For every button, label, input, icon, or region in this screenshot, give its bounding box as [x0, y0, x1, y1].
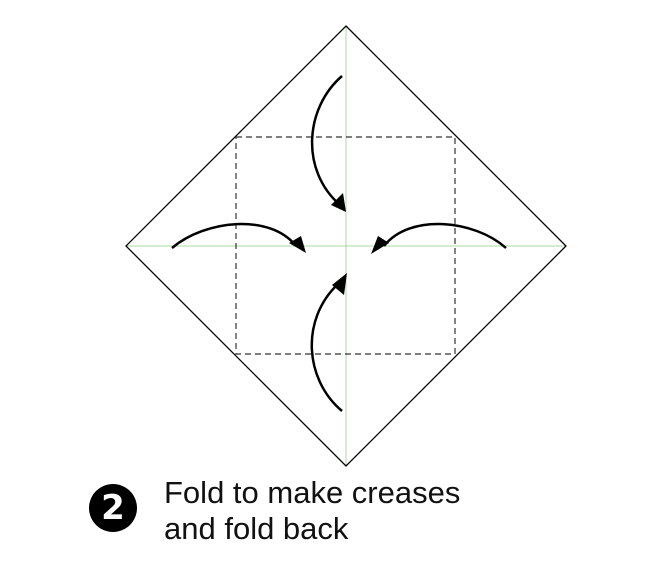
- paper-square: [125, 25, 567, 467]
- arrow-left-icon: [171, 222, 306, 253]
- caption-line-1: Fold to make creases: [164, 475, 461, 510]
- arrow-right-icon: [371, 222, 507, 254]
- step-caption: Fold to make creases and fold back: [164, 475, 460, 547]
- arrow-top-icon: [310, 75, 346, 212]
- arrow-bottom-icon: [310, 273, 347, 412]
- fold-lines-dashed-square: [235, 136, 456, 355]
- caption-line-2: and fold back: [164, 511, 349, 546]
- step-number-badge: 2: [89, 484, 137, 532]
